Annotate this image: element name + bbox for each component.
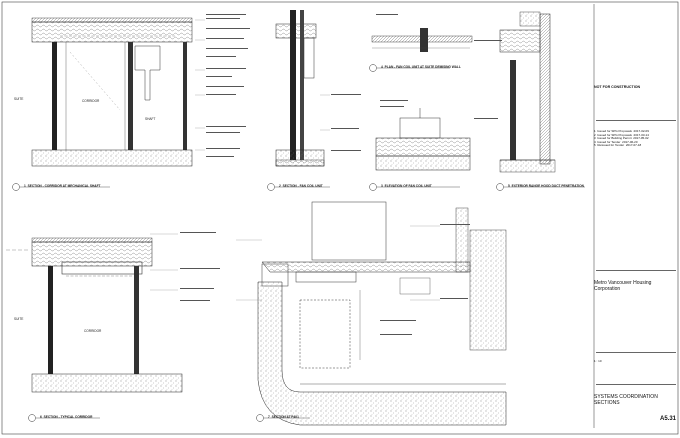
sheet-number: A5.31 [659, 416, 676, 422]
tb-divider [596, 270, 676, 271]
tb-divider [596, 120, 676, 121]
detail-2-title: 2 SECTION - FAN COIL UNIT [279, 184, 323, 188]
tb-divider [596, 384, 676, 385]
tb-divider [596, 352, 676, 353]
detail-4-title: 4 PLAN - FAN COIL UNIT AT SUITE DEMISING… [381, 65, 461, 69]
sheet-number-block: A5.31 [594, 416, 676, 422]
revision-row: 1 Issued for SPG Proposals 2017-02-09 [594, 129, 649, 133]
drawing-title-block: SYSTEMS COORDINATION SECTIONS [594, 394, 676, 406]
scale-value: 1 : 10 [594, 359, 602, 363]
detail-5-linework [496, 11, 585, 191]
detail-2-linework [267, 10, 330, 191]
status-block: NOT FOR CONSTRUCTION [594, 85, 676, 90]
detail-3-title: 3 ELEVATION OF FAN COIL UNIT [381, 184, 432, 188]
detail-7-title: 7 SECTION AT P401 [268, 415, 299, 419]
client-name: Metro Vancouver Housing Corporation [594, 280, 652, 292]
detail-1-linework [12, 17, 193, 191]
status-text: NOT FOR CONSTRUCTION [594, 85, 641, 89]
room-label-suite-6: SUITE [14, 317, 24, 321]
detail-4-linework [369, 28, 473, 72]
title-block: NOT FOR CONSTRUCTION 1 Issued for SPG Pr… [594, 6, 676, 426]
room-label-shaft: SHAFT [145, 117, 156, 121]
room-label-corridor-6: CORRIDOR [84, 329, 102, 333]
room-label-suite-1: SUITE [14, 97, 24, 101]
detail-7-linework [256, 201, 507, 426]
room-label-corridor: CORRIDOR [82, 99, 100, 103]
detail-6-title: 6 SECTION - TYPICAL CORRIDOR [40, 415, 93, 419]
leader-lines [150, 19, 440, 301]
note-text-blocks [180, 14, 502, 335]
detail-6-linework [6, 237, 183, 422]
client-block: Metro Vancouver Housing Corporation [594, 280, 676, 292]
drawing-title: SYSTEMS COORDINATION SECTIONS [594, 394, 658, 406]
revision-table: 1 Issued for SPG Proposals 2017-02-09 2 … [594, 129, 676, 148]
detail-1-title: 1 SECTION - CORRIDOR AT MECHANICAL SHAFT [24, 184, 101, 188]
revision-row: 3 Issued for Building Permit 2017-05-02 [594, 136, 649, 141]
detail-5-title: 5 EXTERIOR RANGE HOOD DUCT PENETRATION [508, 184, 584, 188]
scale-block: 1 : 10 [594, 359, 676, 364]
revision-row: 4 Issued for Tender 2017-06-20 [594, 139, 638, 144]
revision-row: 2 Issued for SPG Proposals 2017-03-14 [594, 132, 649, 137]
detail-3-linework [369, 108, 471, 191]
revision-row: 5 Reissued for Tender 2017-07-18 [594, 143, 642, 148]
